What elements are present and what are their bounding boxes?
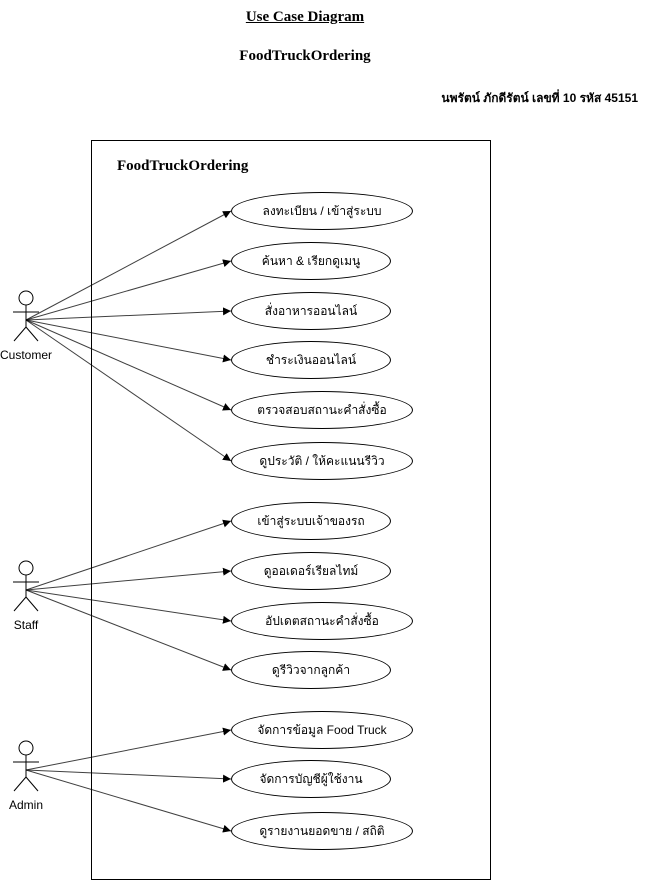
use-case: อัปเดตสถานะคำสั่งซื้อ: [231, 602, 413, 640]
association-arrow: [25, 727, 232, 771]
use-case: ดูประวัติ / ให้คะแนนรีวิว: [231, 442, 413, 480]
actor-admin-icon: [13, 740, 39, 792]
diagram-subtitle: FoodTruckOrdering: [239, 48, 371, 64]
association-arrow: [25, 567, 232, 591]
use-case: ดูรีวิวจากลูกค้า: [231, 651, 391, 689]
author-line: นพรัตน์ ภักดีรัตน์ เลขที่ 10 รหัส 45151: [441, 91, 638, 105]
use-case: จัดการข้อมูล Food Truck: [231, 711, 413, 749]
actor-label: Admin: [8, 798, 43, 812]
association-arrow: [25, 210, 232, 321]
association-arrow: [25, 319, 232, 462]
actor-label: Customer: [0, 348, 52, 362]
use-case: ชำระเงินออนไลน์: [231, 341, 391, 379]
association-arrow: [25, 769, 232, 833]
use-case: ดูออเดอร์เรียลไทม์: [231, 552, 391, 590]
use-case: เข้าสู่ระบบเจ้าของรถ: [231, 502, 391, 540]
association-arrow: [25, 307, 232, 321]
system-name: FoodTruckOrdering: [117, 158, 249, 174]
actor-customer-icon: [13, 290, 39, 342]
use-case: ลงทะเบียน / เข้าสู่ระบบ: [231, 192, 413, 230]
use-case: ค้นหา & เรียกดูเมนู: [231, 242, 391, 280]
use-case: จัดการบัญชีผู้ใช้งาน: [231, 760, 391, 798]
system-boundary: [91, 140, 491, 880]
actor-staff-icon: [13, 560, 39, 612]
use-case: ดูรายงานยอดขาย / สถิติ: [231, 812, 413, 850]
association-arrow: [25, 259, 232, 321]
association-arrow: [25, 589, 232, 624]
association-arrow: [25, 589, 232, 671]
association-arrow: [25, 319, 232, 411]
association-arrow: [25, 319, 232, 363]
association-arrow: [25, 769, 232, 783]
diagram-title: Use Case Diagram: [245, 9, 365, 25]
actor-label: Staff: [13, 618, 39, 632]
association-arrow: [25, 519, 232, 591]
use-case: สั่งอาหารออนไลน์: [231, 292, 391, 330]
use-case: ตรวจสอบสถานะคำสั่งซื้อ: [231, 391, 413, 429]
